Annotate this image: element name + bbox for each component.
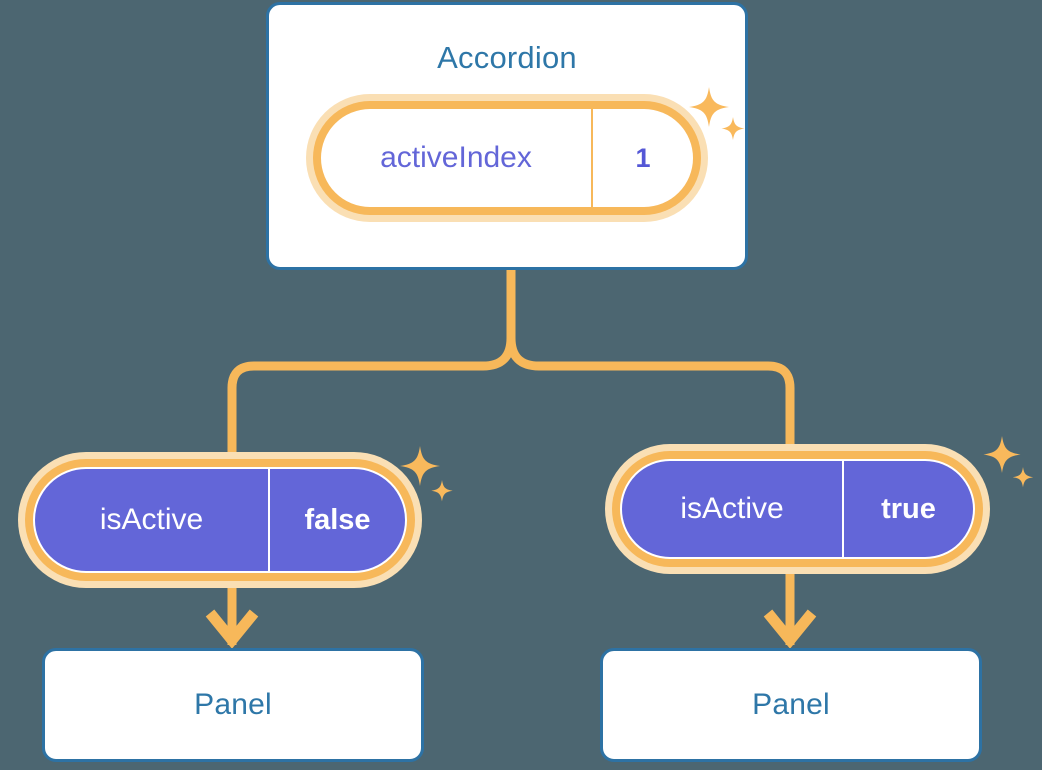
state-pill-key: isActive (35, 469, 270, 571)
component-card-panel-right[interactable]: Panel (600, 648, 982, 762)
state-pill-value: true (881, 492, 936, 525)
pill-body: isActive false (33, 467, 407, 573)
component-title-panel-left: Panel (194, 688, 272, 721)
state-pill-isactive-true[interactable]: isActive true (605, 444, 990, 574)
pill-body: activeIndex 1 (321, 109, 693, 207)
connector-root-fork (227, 265, 516, 475)
state-pill-activeindex[interactable]: activeIndex 1 (306, 94, 708, 222)
sparkle-icon-small (1012, 467, 1034, 488)
arrow-down-icon-right (763, 609, 817, 649)
component-card-panel-left[interactable]: Panel (42, 648, 424, 762)
state-pill-value: 1 (635, 142, 651, 173)
pill-body: isActive true (620, 459, 975, 559)
state-pill-isactive-false[interactable]: isActive false (18, 452, 422, 588)
state-pill-value: false (304, 503, 371, 536)
arrow-down-icon-left (205, 609, 259, 649)
component-title-accordion: Accordion (437, 40, 577, 75)
connector-root-fork-right (506, 265, 795, 467)
component-title-panel-right: Panel (752, 688, 830, 721)
sparkle-icon-group-right (982, 434, 1040, 501)
sparkle-icon-small (431, 480, 453, 502)
state-pill-key: isActive (622, 461, 844, 557)
state-pill-key: activeIndex (321, 109, 593, 207)
